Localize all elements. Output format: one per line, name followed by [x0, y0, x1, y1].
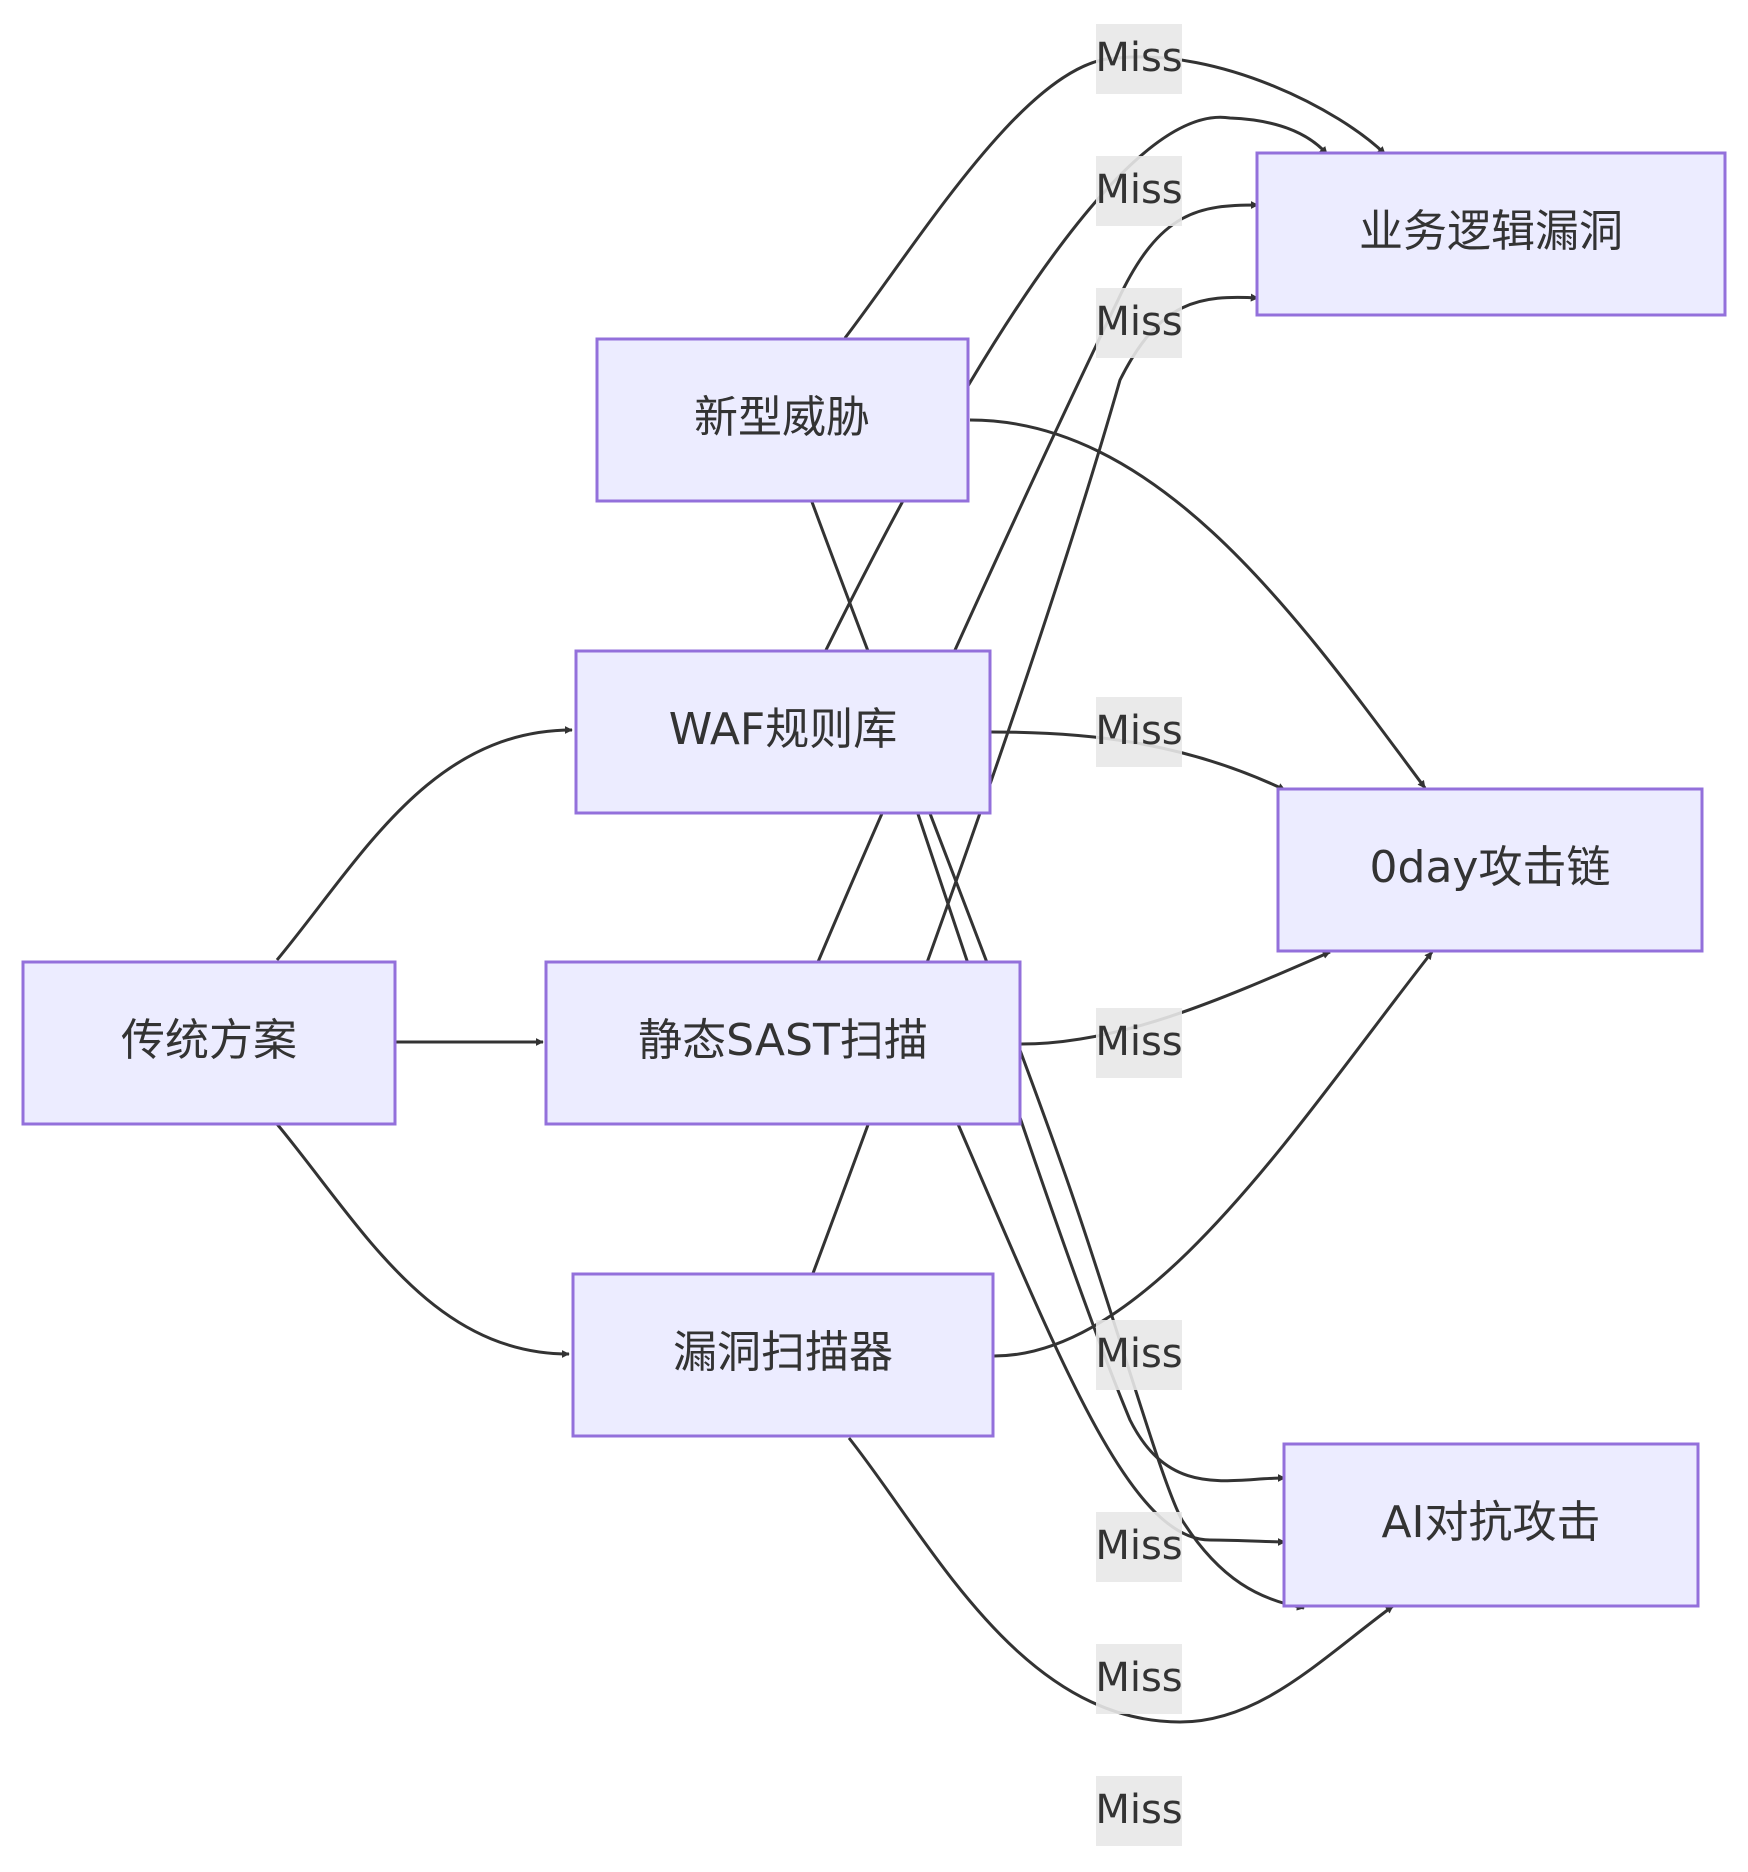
node-label: WAF规则库: [669, 704, 898, 755]
edge-labels: Miss Miss Miss Miss Miss Miss Miss Miss: [1095, 24, 1183, 1846]
node-label: 静态SAST扫描: [638, 1015, 928, 1066]
svg-text:Miss: Miss: [1095, 1787, 1182, 1833]
svg-text:Miss: Miss: [1095, 167, 1182, 213]
node-label: 传统方案: [121, 1015, 297, 1066]
edge-label: Miss: [1095, 697, 1183, 767]
edge-newthreat-zeroday: [969, 418, 1427, 789]
node-scanner[interactable]: 漏洞扫描器: [571, 1272, 995, 1438]
node-new-threat[interactable]: 新型威胁: [595, 337, 970, 503]
svg-text:Miss: Miss: [1095, 299, 1182, 345]
node-label: 漏洞扫描器: [673, 1327, 893, 1378]
edge-traditional-waf: [275, 726, 573, 961]
svg-text:Miss: Miss: [1095, 1655, 1182, 1701]
node-zeroday[interactable]: 0day攻击链: [1276, 787, 1704, 953]
node-biz-logic[interactable]: 业务逻辑漏洞: [1255, 151, 1727, 317]
edge-sast-bizlogic: [816, 201, 1259, 963]
node-label: 业务逻辑漏洞: [1359, 206, 1623, 257]
edge-traditional-scanner: [275, 1123, 570, 1358]
edge-label: Miss: [1095, 1512, 1183, 1582]
node-label: 0day攻击链: [1370, 842, 1611, 893]
svg-text:Miss: Miss: [1095, 1019, 1182, 1065]
svg-text:Miss: Miss: [1095, 708, 1182, 754]
edge-label: Miss: [1095, 156, 1183, 226]
edge-label: Miss: [1095, 1776, 1183, 1846]
edge-label: Miss: [1095, 24, 1183, 94]
svg-text:Miss: Miss: [1095, 35, 1182, 81]
edge-scanner-aiattack: [847, 1437, 1394, 1724]
node-traditional[interactable]: 传统方案: [21, 960, 397, 1126]
edge-label: Miss: [1095, 1320, 1183, 1390]
node-ai-attack[interactable]: AI对抗攻击: [1282, 1442, 1700, 1608]
node-label: AI对抗攻击: [1381, 1497, 1600, 1548]
svg-text:Miss: Miss: [1095, 1331, 1182, 1377]
node-sast[interactable]: 静态SAST扫描: [544, 960, 1022, 1126]
edge-sast-aiattack: [956, 1123, 1286, 1546]
node-waf[interactable]: WAF规则库: [574, 649, 992, 815]
svg-text:Miss: Miss: [1095, 1523, 1182, 1569]
edge-label: Miss: [1095, 1008, 1183, 1078]
edge-label: Miss: [1095, 288, 1183, 358]
edge-label: Miss: [1095, 1644, 1183, 1714]
edge-scanner-zeroday: [993, 951, 1434, 1358]
node-label: 新型威胁: [694, 392, 870, 443]
